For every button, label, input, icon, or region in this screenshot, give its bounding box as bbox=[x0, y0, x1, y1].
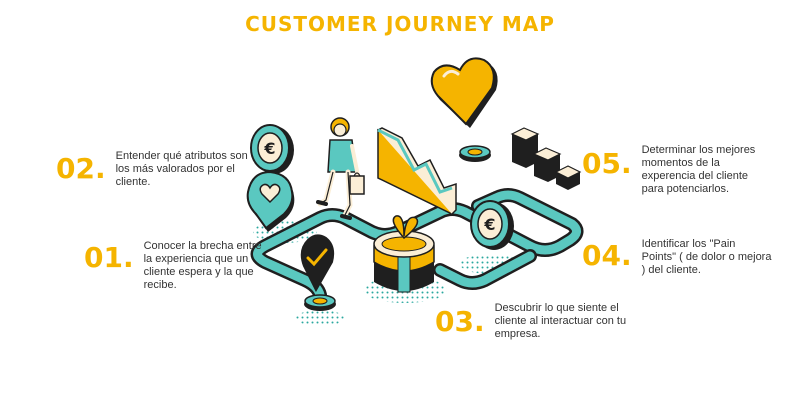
step-description: Conocer la brecha entre la experiencia q… bbox=[143, 240, 262, 291]
euro-coin-icon: € bbox=[250, 124, 294, 174]
line-chart-icon bbox=[377, 127, 457, 216]
step-05: 05. Determinar los mejores momentos de l… bbox=[582, 144, 772, 196]
page-title: CUSTOMER JOURNEY MAP bbox=[245, 12, 555, 36]
step-02: 02. Entender qué atributos son los más v… bbox=[56, 150, 256, 189]
gift-box-icon bbox=[373, 215, 435, 293]
path-node-icon bbox=[304, 294, 336, 311]
step-number: 04. bbox=[582, 239, 632, 272]
path-node-icon bbox=[459, 145, 491, 162]
step-01: 01. Conocer la brecha entre la experienc… bbox=[84, 240, 269, 292]
step-description: Descubrir lo que siente el cliente al in… bbox=[494, 302, 627, 340]
heart-pin-icon bbox=[246, 170, 295, 232]
svg-text:€: € bbox=[483, 215, 495, 234]
step-description: Determinar los mejores momentos de la ex… bbox=[641, 144, 756, 195]
svg-text:€: € bbox=[263, 139, 275, 158]
euro-coin-icon: € bbox=[470, 200, 514, 250]
step-03: 03. Descubrir lo que siente el cliente a… bbox=[435, 302, 635, 341]
step-04: 04. Identificar los "Pain Points" ( de d… bbox=[582, 238, 772, 277]
step-description: Identificar los "Pain Points" ( de dolor… bbox=[641, 238, 772, 276]
step-description: Entender qué atributos son los más valor… bbox=[115, 150, 248, 188]
step-number: 05. bbox=[582, 147, 632, 180]
step-number: 02. bbox=[56, 152, 106, 185]
journey-path bbox=[250, 188, 584, 309]
step-number: 03. bbox=[435, 305, 485, 338]
step-number: 01. bbox=[84, 241, 134, 274]
bar-chart-icon bbox=[510, 127, 582, 190]
heart-icon bbox=[430, 57, 498, 129]
woman-shopper-icon bbox=[316, 117, 365, 220]
check-pin-icon bbox=[300, 234, 335, 293]
